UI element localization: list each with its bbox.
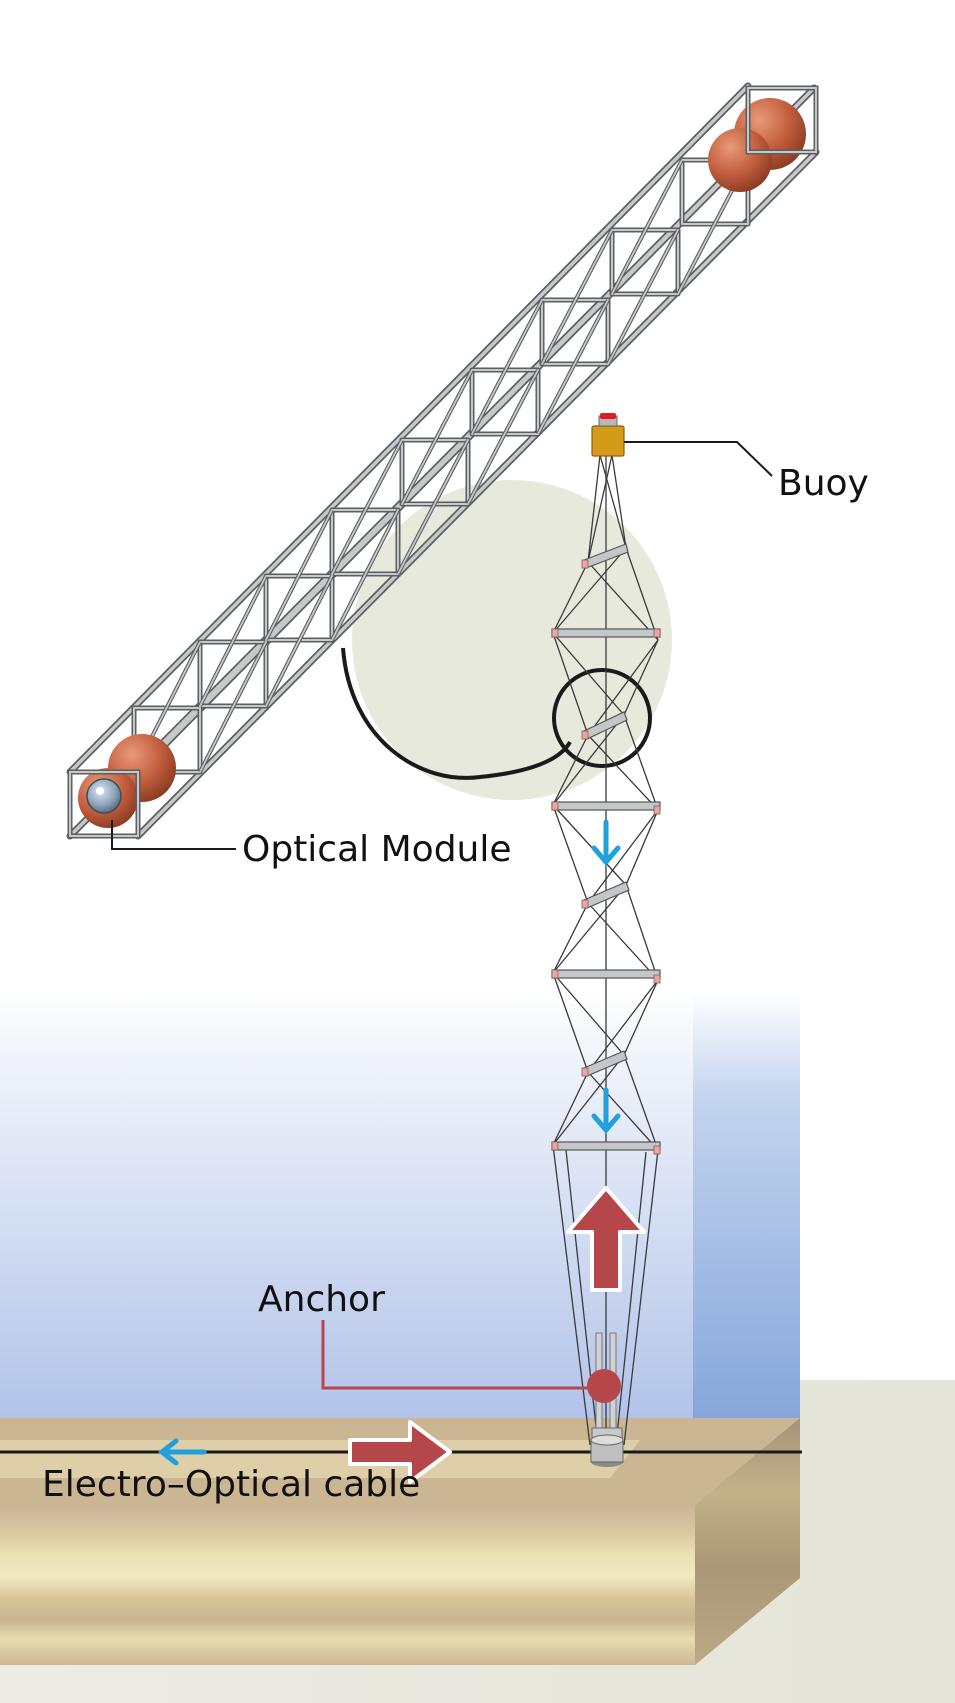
ground-plane [0, 1380, 955, 1703]
truss-beam [66, 82, 820, 840]
arrow-left-icon [157, 1438, 207, 1466]
anchor-label: Anchor [258, 1279, 385, 1320]
arrow-right-icon [348, 1420, 452, 1484]
optical-module-label: Optical Module [242, 829, 512, 870]
floor-bar [581, 711, 628, 740]
detector-tower [552, 454, 659, 1446]
tower-floors [551, 543, 661, 1155]
optical-module-leader-line [111, 820, 236, 850]
seabed-top-highlight [0, 1440, 640, 1478]
zoom-callout-ring [552, 668, 652, 768]
floor-bar [551, 1141, 661, 1155]
floor-bar [551, 969, 661, 984]
glass-sphere-icon [78, 734, 176, 828]
buoy-leader-line [624, 441, 773, 477]
floor-bar [581, 543, 629, 569]
arrow-up-icon [566, 1186, 646, 1292]
floor-bar [551, 801, 661, 815]
buoy-label: Buoy [778, 463, 869, 504]
anchor-weight-icon [587, 1332, 624, 1467]
seabed-front [0, 1505, 695, 1665]
floor-bar [581, 1050, 628, 1077]
anchor-leader-line [321, 1320, 588, 1390]
floor-bar [551, 628, 661, 638]
water-column-side [693, 990, 800, 1418]
zoom-callout-arc [341, 647, 572, 780]
arrow-down-icon [591, 819, 621, 866]
arrow-down-icon [591, 1087, 621, 1134]
seabed-side [695, 1418, 800, 1665]
floor-bar [581, 881, 630, 909]
electro-optical-cable-label: Electro–Optical cable [42, 1464, 421, 1505]
buoy-icon [591, 413, 625, 457]
